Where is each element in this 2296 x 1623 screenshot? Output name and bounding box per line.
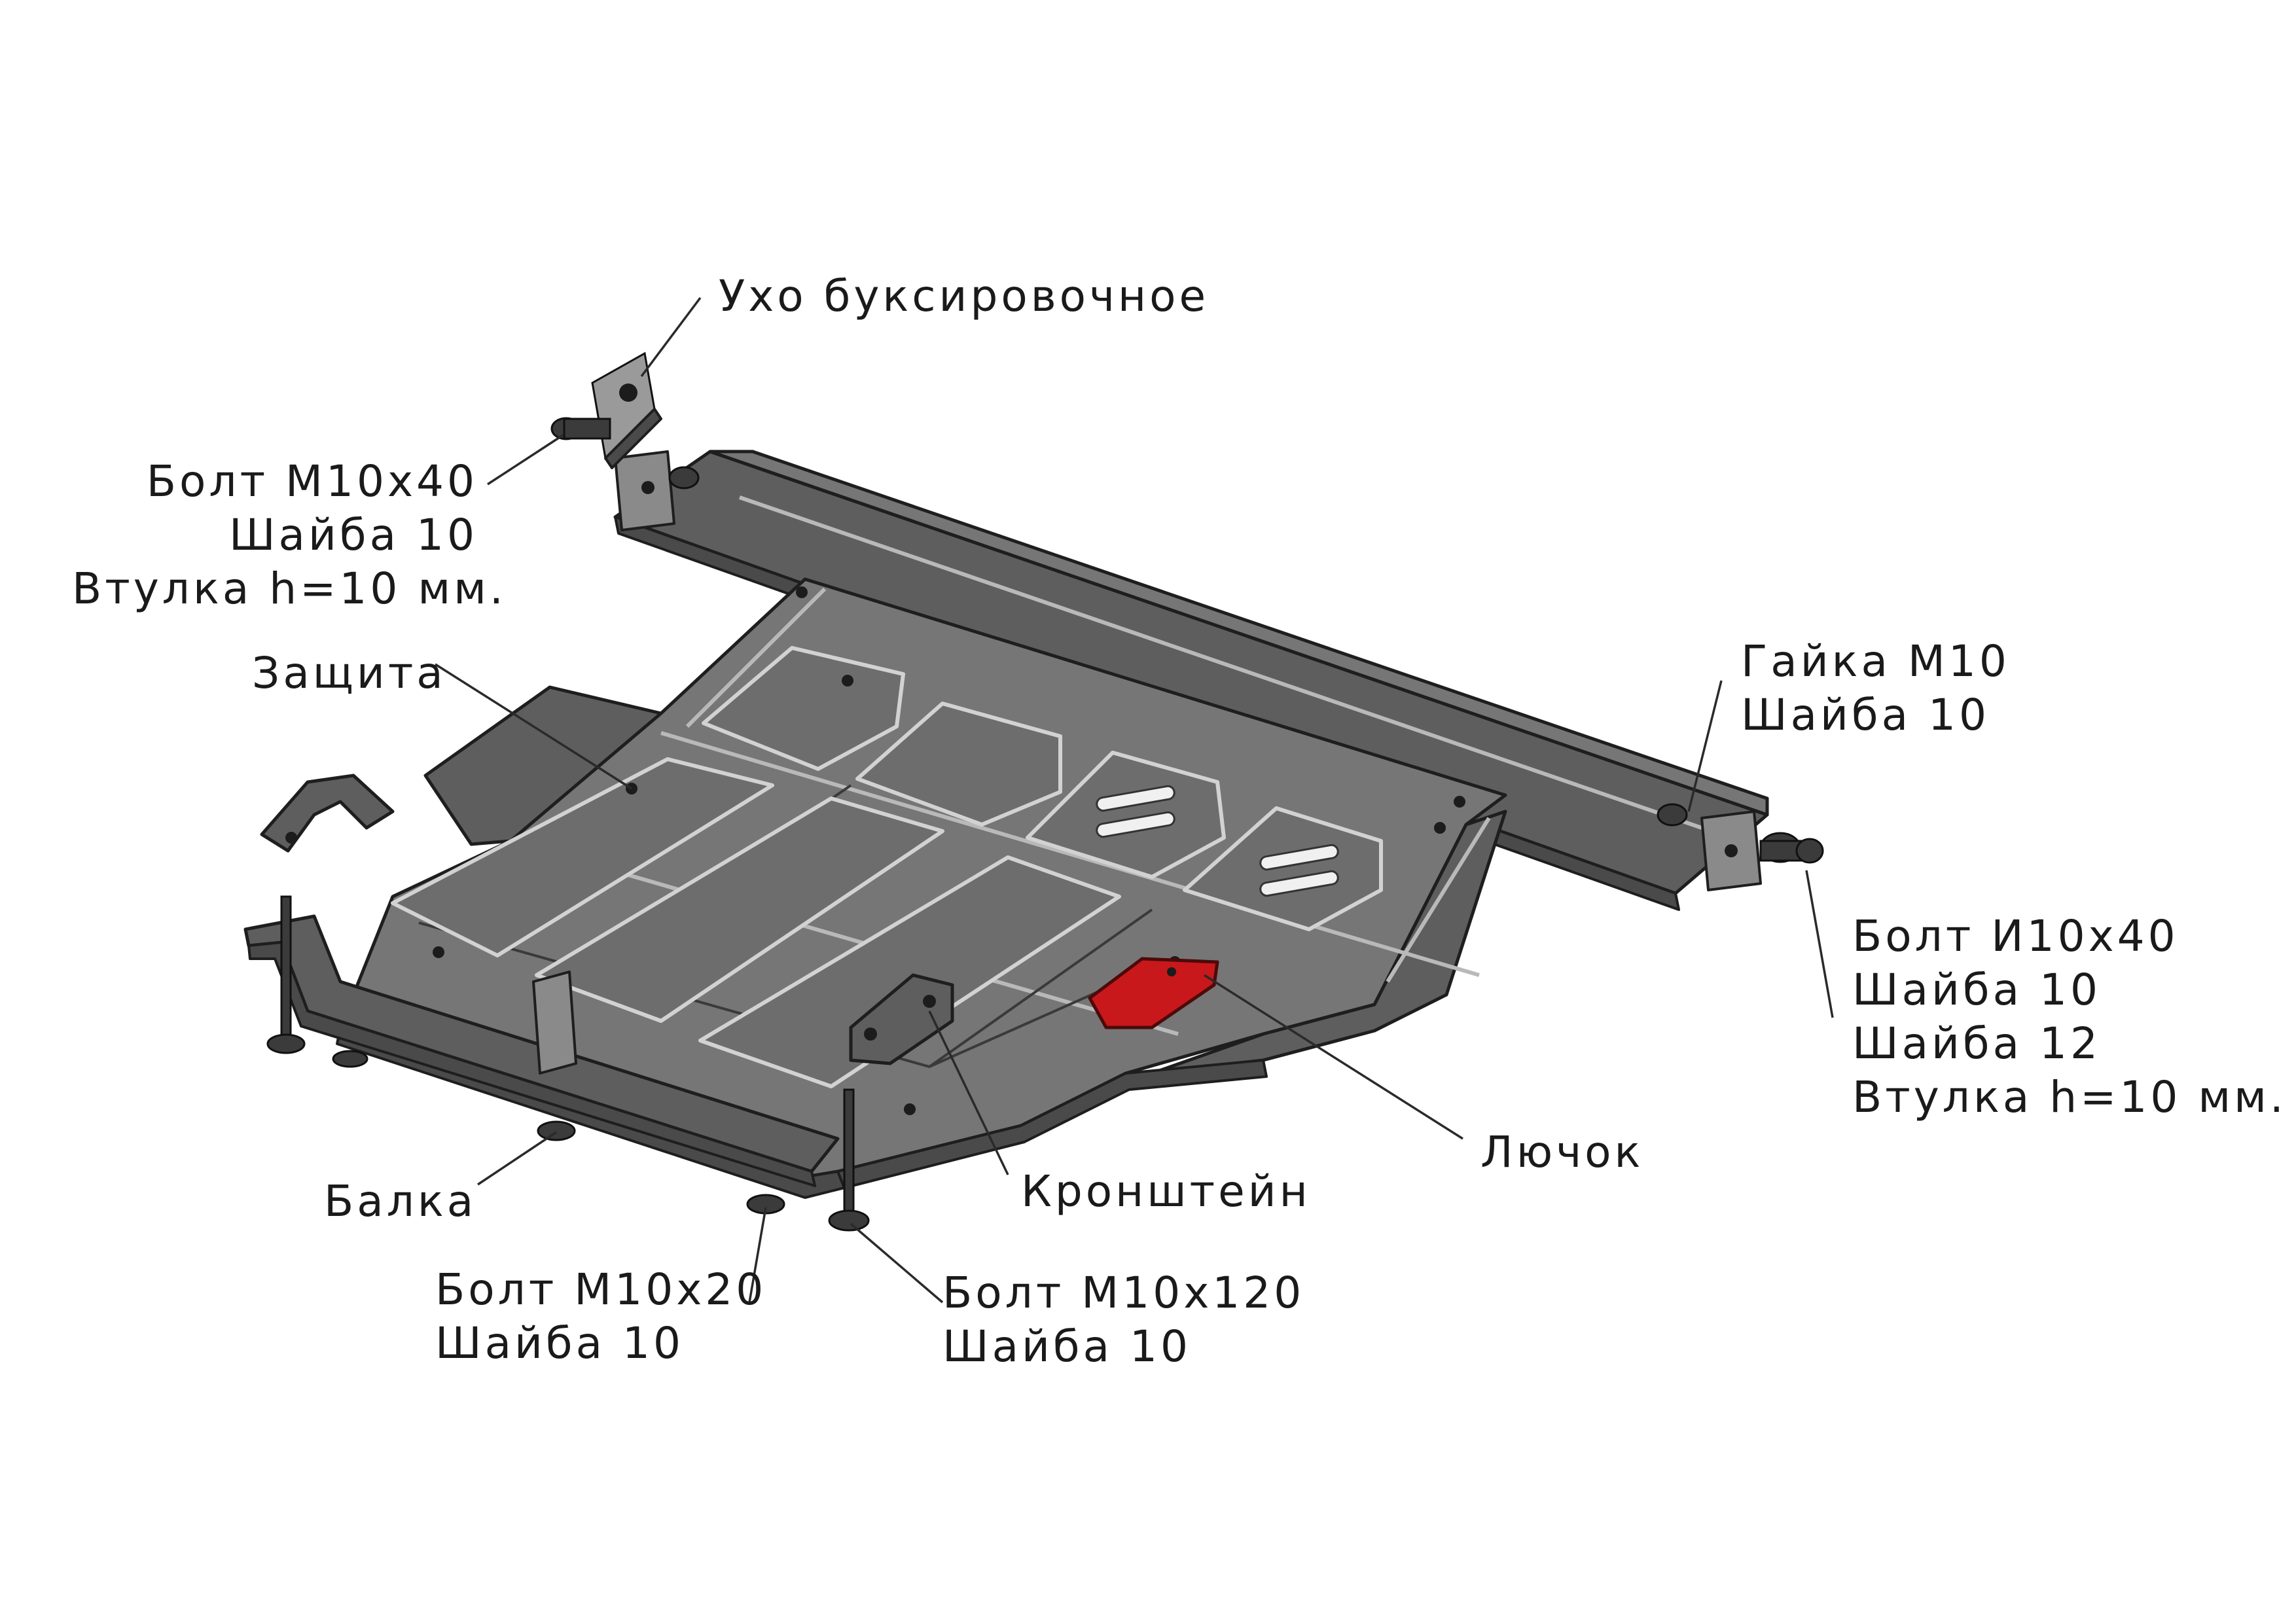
label-bolt-m10x20: Болт М10х20 Шайба 10 xyxy=(435,1263,766,1370)
label-bolt-right-line4: Втулка h=10 мм. xyxy=(1852,1072,2287,1122)
label-bolt-left-line1: Болт М10х40 xyxy=(146,456,478,507)
tow-hook xyxy=(591,351,662,469)
leader-lines xyxy=(435,296,1834,1304)
label-bracket: Кронштейн xyxy=(1021,1165,1311,1219)
label-bolt-m10x120: Болт М10х120 Шайба 10 xyxy=(942,1266,1304,1374)
label-bolt-m10x20-line1: Болт М10х20 xyxy=(435,1264,767,1315)
label-bolt-m10x20-line2: Шайба 10 xyxy=(435,1318,685,1368)
center-bracket xyxy=(849,973,954,1065)
left-bolt-stack xyxy=(550,417,700,490)
label-hatch-text: Лючок xyxy=(1480,1127,1644,1177)
label-bolt-left-line2: Шайба 10 xyxy=(228,510,478,560)
label-bolt-right: Болт И10х40 Шайба 10 Шайба 12 Втулка h=1… xyxy=(1852,910,2287,1124)
label-bolt-left-line3: Втулка h=10 мм. xyxy=(72,563,507,614)
right-bolt-stack xyxy=(1657,803,1824,864)
label-nut-right-line2: Шайба 10 xyxy=(1741,690,1990,740)
label-hatch: Лючок xyxy=(1480,1126,1643,1179)
label-bolt-m10x120-line2: Шайба 10 xyxy=(942,1321,1192,1372)
label-tow-hook: Ухо буксировочное xyxy=(719,270,1209,323)
label-bolt-left: Болт М10х40 Шайба 10 Втулка h=10 мм. xyxy=(72,455,507,616)
label-beam: Балка xyxy=(324,1175,476,1228)
label-nut-right-line1: Гайка М10 xyxy=(1741,636,2010,687)
label-tow-hook-text: Ухо буксировочное xyxy=(719,271,1210,321)
inspection-hatch xyxy=(1088,957,1219,1029)
label-bolt-right-line2: Шайба 10 xyxy=(1852,965,2102,1015)
label-bolt-m10x120-line1: Болт М10х120 xyxy=(942,1268,1305,1318)
studs xyxy=(266,895,870,1232)
label-bracket-text: Кронштейн xyxy=(1021,1166,1311,1217)
label-bolt-right-line3: Шайба 12 xyxy=(1852,1018,2102,1069)
front-beam xyxy=(243,914,840,1187)
label-nut-right: Гайка М10 Шайба 10 xyxy=(1741,635,2010,742)
label-protection: Защита xyxy=(252,647,446,700)
label-bolt-right-line1: Болт И10х40 xyxy=(1852,911,2179,961)
saddle-bracket xyxy=(260,774,395,853)
label-beam-text: Балка xyxy=(324,1176,477,1226)
label-protection-text: Защита xyxy=(252,648,446,698)
